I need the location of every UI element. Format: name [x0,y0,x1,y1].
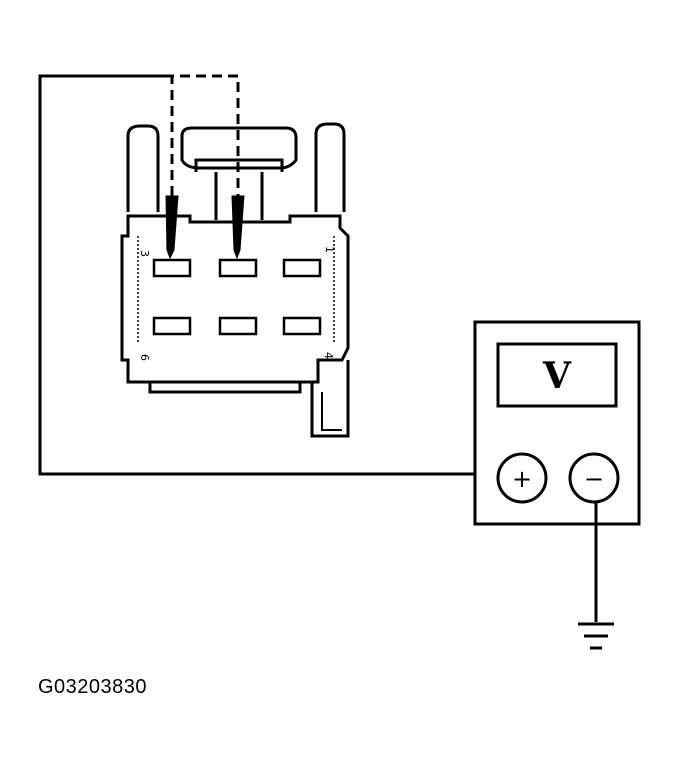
pin-cavity-2 [218,258,258,278]
test-lead-positive [38,74,498,476]
ground-symbol [578,622,614,650]
jumper-wire-dashed [170,74,240,196]
connector-pin-cavities [152,258,322,336]
pin-label-4: 4 [322,352,335,359]
positive-terminal [496,452,548,504]
pin-label-3: 3 [138,250,151,257]
pin-label-1: 1 [323,246,336,253]
connector-right-latch [314,122,346,212]
negative-terminal [568,452,620,504]
pin-label-6: 6 [138,354,151,361]
connector-body [120,214,350,384]
connector-left-latch [126,124,160,212]
connector-side-tab [310,360,350,438]
negative-terminal-sign: − [584,465,604,493]
electrical-connector [120,122,350,438]
voltmeter: V + − [473,320,641,526]
probe-right [231,195,245,260]
probe-left [165,195,179,260]
figure-id: G03203830 [38,676,148,698]
voltmeter-display-label: V [542,355,572,397]
test-probes [165,195,245,260]
pin-cavity-5 [218,316,258,336]
pin-cavity-3 [152,258,192,278]
positive-terminal-sign: + [512,465,532,493]
voltmeter-display [496,342,618,408]
pin-cavity-1 [282,258,322,278]
connector-bottom-lip [148,382,302,394]
pin-cavity-4 [282,316,322,336]
pin-cavity-6 [152,316,192,336]
connector-lock-slot [194,158,284,172]
